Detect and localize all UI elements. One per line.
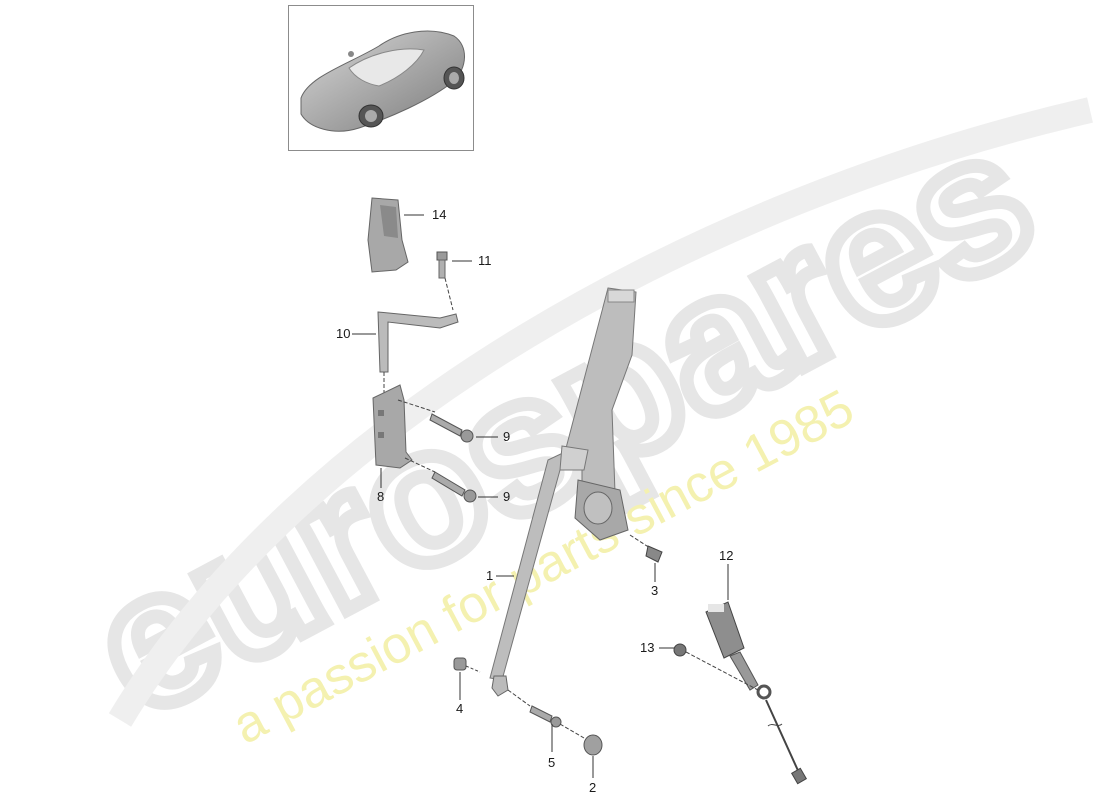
callout-12[interactable]: 12: [719, 548, 734, 563]
callout-5[interactable]: 5: [548, 755, 556, 770]
car-icon: [300, 30, 465, 132]
callout-9-upper[interactable]: 9: [503, 429, 511, 444]
callout-9-lower[interactable]: 9: [503, 489, 511, 504]
leader-lines: [352, 214, 729, 778]
part-11-bolt[interactable]: [436, 251, 454, 311]
callout-3[interactable]: 3: [651, 583, 659, 598]
part-12-buckle[interactable]: [705, 601, 808, 785]
callout-13[interactable]: 13: [640, 640, 655, 655]
part-9-bolt-lower[interactable]: [404, 457, 477, 503]
callout-2[interactable]: 2: [589, 780, 597, 795]
part-1-seat-belt[interactable]: [489, 287, 637, 697]
vehicle-thumbnail: [288, 5, 474, 151]
callout-11[interactable]: 11: [478, 253, 492, 268]
part-8-bracket[interactable]: [372, 384, 413, 469]
callout-8[interactable]: 8: [377, 489, 385, 504]
callout-14[interactable]: 14: [432, 207, 447, 222]
part-3-bolt[interactable]: [629, 534, 663, 563]
part-4-spacer[interactable]: [453, 657, 481, 673]
part-10-adjuster-rod[interactable]: [377, 311, 459, 395]
callout-1[interactable]: 1: [486, 568, 494, 583]
callout-4[interactable]: 4: [456, 701, 464, 716]
part-14-trim-cover[interactable]: [367, 197, 409, 273]
part-13-nut[interactable]: [673, 643, 759, 691]
part-9-bolt-upper[interactable]: [397, 399, 474, 443]
part-2-cap[interactable]: [583, 734, 603, 756]
callout-10[interactable]: 10: [336, 326, 351, 341]
part-5-bolt[interactable]: [507, 689, 585, 739]
